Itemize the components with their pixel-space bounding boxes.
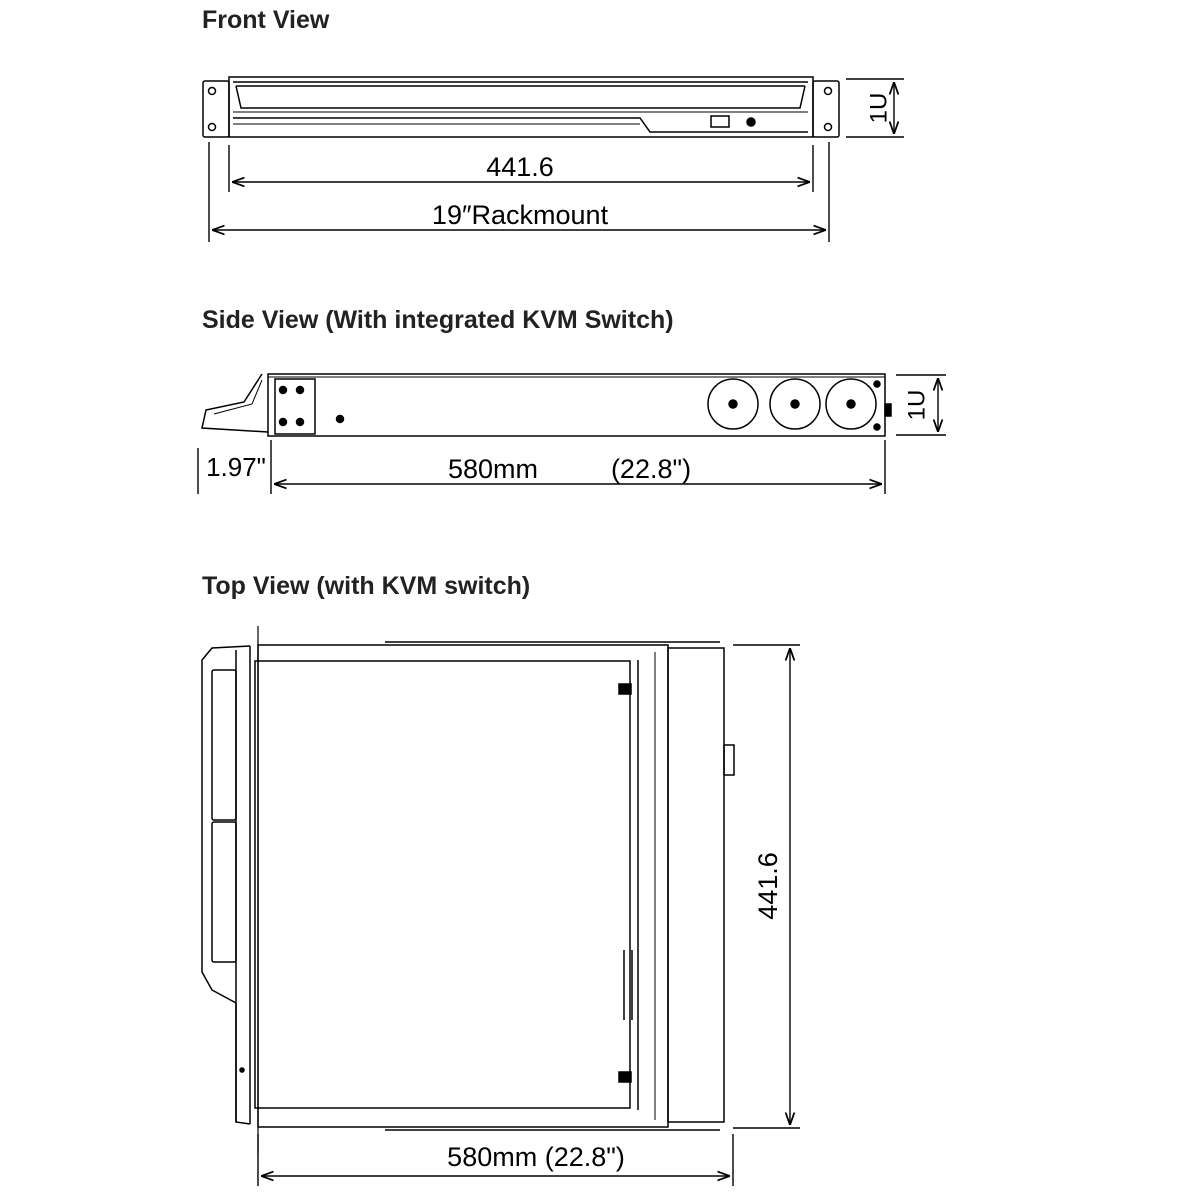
side-fan-1 [707,378,759,430]
front-view-title: Front View [202,6,330,34]
front-panel-display [710,115,730,128]
front-height-label: 1U [865,93,892,124]
right-rack-ear [812,80,840,138]
top-chassis [257,644,669,1128]
right-ear-hole-top [823,86,833,96]
top-kvm-module [667,647,725,1123]
top-width-label: 441.6 [753,852,783,920]
top-rear-port [723,744,735,776]
left-ear-hole-top [207,86,217,96]
top-view-drawing [201,626,735,1153]
side-mount-bracket [274,378,316,435]
front-width-label: 441.6 [486,152,554,182]
side-height-label: 1U [903,390,930,421]
front-view-drawing [202,76,840,138]
side-fan-3 [825,378,877,430]
side-fan-2 [769,378,821,430]
side-view-title: Side View (With integrated KVM Switch) [202,306,674,334]
side-view-drawing [201,373,892,437]
side-rear-connector [884,403,892,417]
right-ear-hole-bottom [823,122,833,132]
side-offset-label: 1.97" [206,452,266,482]
front-power-led [746,117,756,127]
left-ear-hole-bottom [207,122,217,132]
top-depth-label: 580mm (22.8") [447,1142,625,1172]
left-rack-ear [202,80,230,138]
top-front-handle [201,645,251,1125]
side-handle [201,373,269,433]
front-chassis [228,76,814,138]
front-rack-label: 19″Rackmount [432,200,609,230]
side-depth-in-label: (22.8") [611,454,691,484]
top-lcd-lid [254,660,631,1109]
side-depth-mm-label: 580mm [448,454,538,484]
top-view-title: Top View (with KVM switch) [202,572,531,600]
